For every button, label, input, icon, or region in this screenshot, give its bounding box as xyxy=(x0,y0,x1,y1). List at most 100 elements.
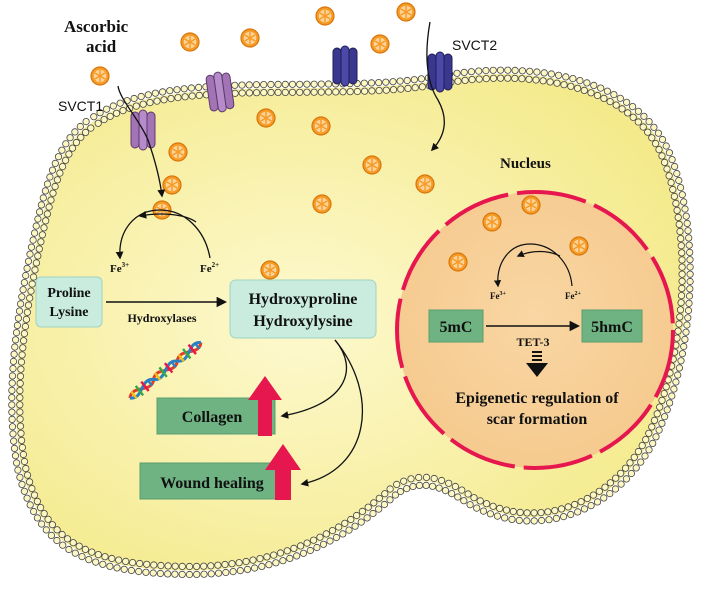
membrane-lipid-head xyxy=(16,401,24,409)
membrane-lipid-head xyxy=(180,85,188,93)
membrane-lipid-head xyxy=(87,124,95,132)
svct2-label: SVCT2 xyxy=(452,37,497,53)
membrane-lipid-head xyxy=(171,562,179,570)
membrane-lipid-head xyxy=(684,227,692,235)
membrane-lipid-head xyxy=(43,210,52,218)
membrane-lipid-head xyxy=(14,466,22,474)
membrane-lipid-head xyxy=(422,473,431,481)
vitamin-c-icon xyxy=(569,236,589,256)
membrane-lipid-head xyxy=(151,89,159,97)
vitamin-c-icon xyxy=(311,116,331,136)
membrane-lipid-head xyxy=(655,426,663,434)
membrane-lipid-head xyxy=(663,165,671,173)
membrane-lipid-head xyxy=(523,517,531,525)
membrane-lipid-head xyxy=(479,507,488,515)
membrane-lipid-head xyxy=(187,84,195,92)
membrane-lipid-head xyxy=(8,379,16,387)
membrane-lipid-head xyxy=(516,508,524,517)
membrane-lipid-head xyxy=(375,505,383,513)
membrane-lipid-head xyxy=(617,469,625,477)
membrane-lipid-head xyxy=(283,547,291,555)
vitamin-c-icon xyxy=(521,195,541,215)
membrane-lipid-head xyxy=(685,299,693,307)
membrane-lipid-head xyxy=(396,487,405,496)
membrane-lipid-head xyxy=(676,184,685,192)
membrane-lipid-head xyxy=(281,80,289,89)
membrane-lipid-head xyxy=(23,471,32,479)
membrane-lipid-head xyxy=(27,287,35,295)
vitamin-c-icon xyxy=(90,66,110,86)
5mc-label: 5mC xyxy=(440,319,473,336)
membrane-lipid-head xyxy=(454,493,462,501)
membrane-lipid-head xyxy=(410,76,418,84)
membrane-lipid-head xyxy=(96,109,104,117)
membrane-lipid-head xyxy=(28,280,36,288)
membrane-lipid-head xyxy=(530,509,538,517)
membrane-lipid-head xyxy=(339,88,347,96)
membrane-lipid-head xyxy=(652,433,660,441)
membrane-lipid-head xyxy=(341,519,349,527)
proline-label: Proline xyxy=(47,286,90,301)
vitamin-c-icon xyxy=(415,174,435,194)
membrane-lipid-head xyxy=(72,138,81,147)
proline-lysine-box xyxy=(35,276,103,328)
membrane-lipid-head xyxy=(571,500,579,509)
epigenetic-label-line1: Epigenetic regulation of xyxy=(455,390,619,407)
membrane-lipid-head xyxy=(19,450,27,459)
membrane-lipid-head xyxy=(16,300,25,308)
membrane-lipid-head xyxy=(164,562,172,570)
membrane-lipid-head xyxy=(29,507,38,516)
membrane-lipid-head xyxy=(678,249,686,257)
membrane-lipid-head xyxy=(553,79,561,87)
membrane-lipid-head xyxy=(665,399,674,407)
membrane-lipid-head xyxy=(396,77,404,85)
membrane-lipid-head xyxy=(544,508,552,516)
membrane-lipid-head xyxy=(486,510,494,518)
epigenetic-label-line2: scar formation xyxy=(487,411,588,428)
membrane-lipid-head xyxy=(16,379,24,387)
membrane-lipid-head xyxy=(20,457,29,466)
membrane-lipid-head xyxy=(624,109,632,117)
membrane-lipid-head xyxy=(23,308,31,316)
membrane-lipid-head xyxy=(157,561,165,570)
membrane-lipid-head xyxy=(174,94,182,102)
membrane-lipid-head xyxy=(48,521,57,529)
membrane-lipid-head xyxy=(580,505,589,513)
membrane-lipid-head xyxy=(589,491,598,499)
membrane-lipid-head xyxy=(675,364,684,372)
membrane-lipid-head xyxy=(658,396,666,404)
membrane-lipid-head xyxy=(645,446,653,454)
membrane-lipid-head xyxy=(188,92,196,100)
membrane-lipid-head xyxy=(386,485,394,493)
fe2-label-cytoplasm: Fe2+ xyxy=(200,261,219,275)
membrane-lipid-head xyxy=(475,75,483,83)
membrane-lipid-head xyxy=(8,393,16,402)
membrane-lipid-head xyxy=(554,71,563,79)
membrane-lipid-head xyxy=(476,497,484,505)
membrane-lipid-head xyxy=(617,480,625,488)
membrane-lipid-head xyxy=(286,554,294,563)
membrane-lipid-head xyxy=(641,452,649,460)
membrane-lipid-head xyxy=(41,187,50,195)
membrane-lipid-head xyxy=(61,156,70,164)
membrane-lipid-head xyxy=(88,548,96,556)
membrane-lipid-head xyxy=(35,245,43,253)
membrane-lipid-head xyxy=(644,128,652,136)
membrane-lipid-head xyxy=(680,198,688,206)
membrane-lipid-head xyxy=(482,75,490,83)
vitamin-c-icon xyxy=(162,175,182,195)
membrane-lipid-head xyxy=(260,89,268,97)
membrane-lipid-head xyxy=(77,133,85,141)
membrane-lipid-head xyxy=(32,222,40,230)
membrane-lipid-head xyxy=(33,497,42,505)
membrane-lipid-head xyxy=(20,329,28,338)
membrane-lipid-head xyxy=(451,482,459,491)
membrane-lipid-head xyxy=(600,94,608,103)
membrane-lipid-head xyxy=(678,270,686,278)
membrane-lipid-head xyxy=(20,278,28,287)
membrane-lipid-head xyxy=(309,536,318,544)
membrane-lipid-head xyxy=(12,328,21,337)
membrane-lipid-head xyxy=(47,196,55,204)
membrane-lipid-head xyxy=(523,509,531,517)
membrane-lipid-head xyxy=(665,172,673,180)
